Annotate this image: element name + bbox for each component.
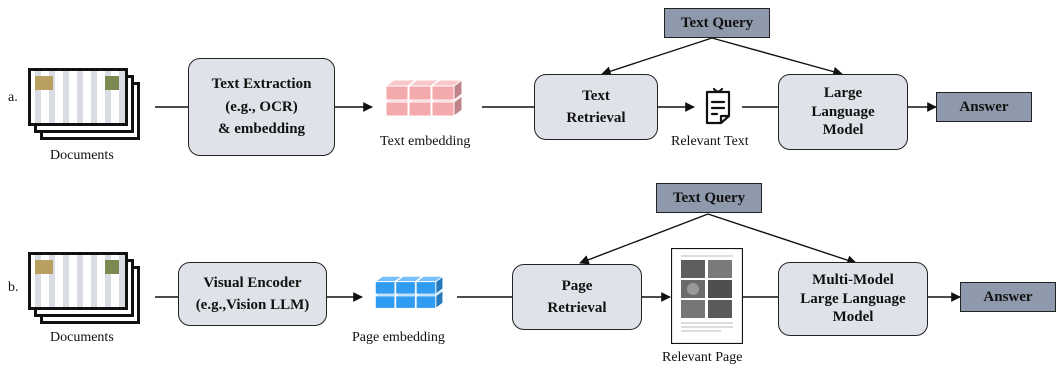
text-query-box-a: Text Query <box>664 8 770 38</box>
llm-box-b: Multi-Model Large Language Model <box>778 262 928 336</box>
llm-b-line-1: Multi-Model <box>812 271 894 288</box>
text-retrieval-box: Text Retrieval <box>534 74 658 140</box>
llm-a-line-3: Model <box>822 122 864 139</box>
text-retrieval-line-1: Text <box>582 87 610 104</box>
relevant-text-label: Relevant Text <box>671 134 749 149</box>
documents-stack-b <box>28 252 140 324</box>
llm-b-line-2: Large Language <box>800 290 906 307</box>
llm-a-line-2: Language <box>811 103 875 120</box>
edge-query-to-retrieval-b <box>579 213 709 265</box>
visual-encoder-line-1: Visual Encoder <box>203 274 302 291</box>
page-retrieval-line-2: Retrieval <box>547 300 607 316</box>
llm-a-line-1: Large <box>823 84 863 101</box>
page-embedding-cubes-icon <box>374 275 445 310</box>
text-query-box-b: Text Query <box>656 183 762 213</box>
text-extraction-box: Text Extraction (e.g., OCR) & embedding <box>188 58 335 156</box>
row-b-marker: b. <box>8 280 19 295</box>
text-retrieval-line-2: Retrieval <box>566 110 626 126</box>
visual-encoder-line-2: (e.g.,Vision LLM) <box>195 297 310 313</box>
text-extraction-line-3: & embedding <box>217 121 306 138</box>
relevant-text-document-icon <box>705 87 731 125</box>
text-embedding-cubes-icon <box>384 79 464 117</box>
cube-block <box>430 79 464 101</box>
row-a-marker: a. <box>8 90 18 105</box>
text-embedding-label: Text embedding <box>380 134 471 149</box>
relevant-page-label: Relevant Page <box>662 350 743 365</box>
text-extraction-line-1: Text Extraction <box>211 76 312 93</box>
answer-box-b: Answer <box>960 282 1056 312</box>
documents-label-a: Documents <box>50 148 114 163</box>
answer-box-a: Answer <box>936 92 1032 122</box>
edge-query-to-retrieval-a <box>601 37 713 76</box>
llm-b-line-3: Model <box>832 309 874 326</box>
documents-stack-a <box>28 68 140 140</box>
page-retrieval-box: Page Retrieval <box>512 264 642 330</box>
visual-encoder-box: Visual Encoder (e.g.,Vision LLM) <box>178 262 327 326</box>
text-extraction-line-2: (e.g., OCR) <box>225 98 298 115</box>
cube-block <box>414 275 445 295</box>
page-retrieval-line-1: Page <box>561 277 593 294</box>
llm-box-a: Large Language Model <box>778 74 908 150</box>
edge-query-to-llm-b <box>707 213 857 265</box>
edge-query-to-llm-a <box>711 37 843 77</box>
page-embedding-label: Page embedding <box>352 330 445 345</box>
documents-label-b: Documents <box>50 330 114 345</box>
relevant-page-thumbnail-icon <box>671 248 743 344</box>
